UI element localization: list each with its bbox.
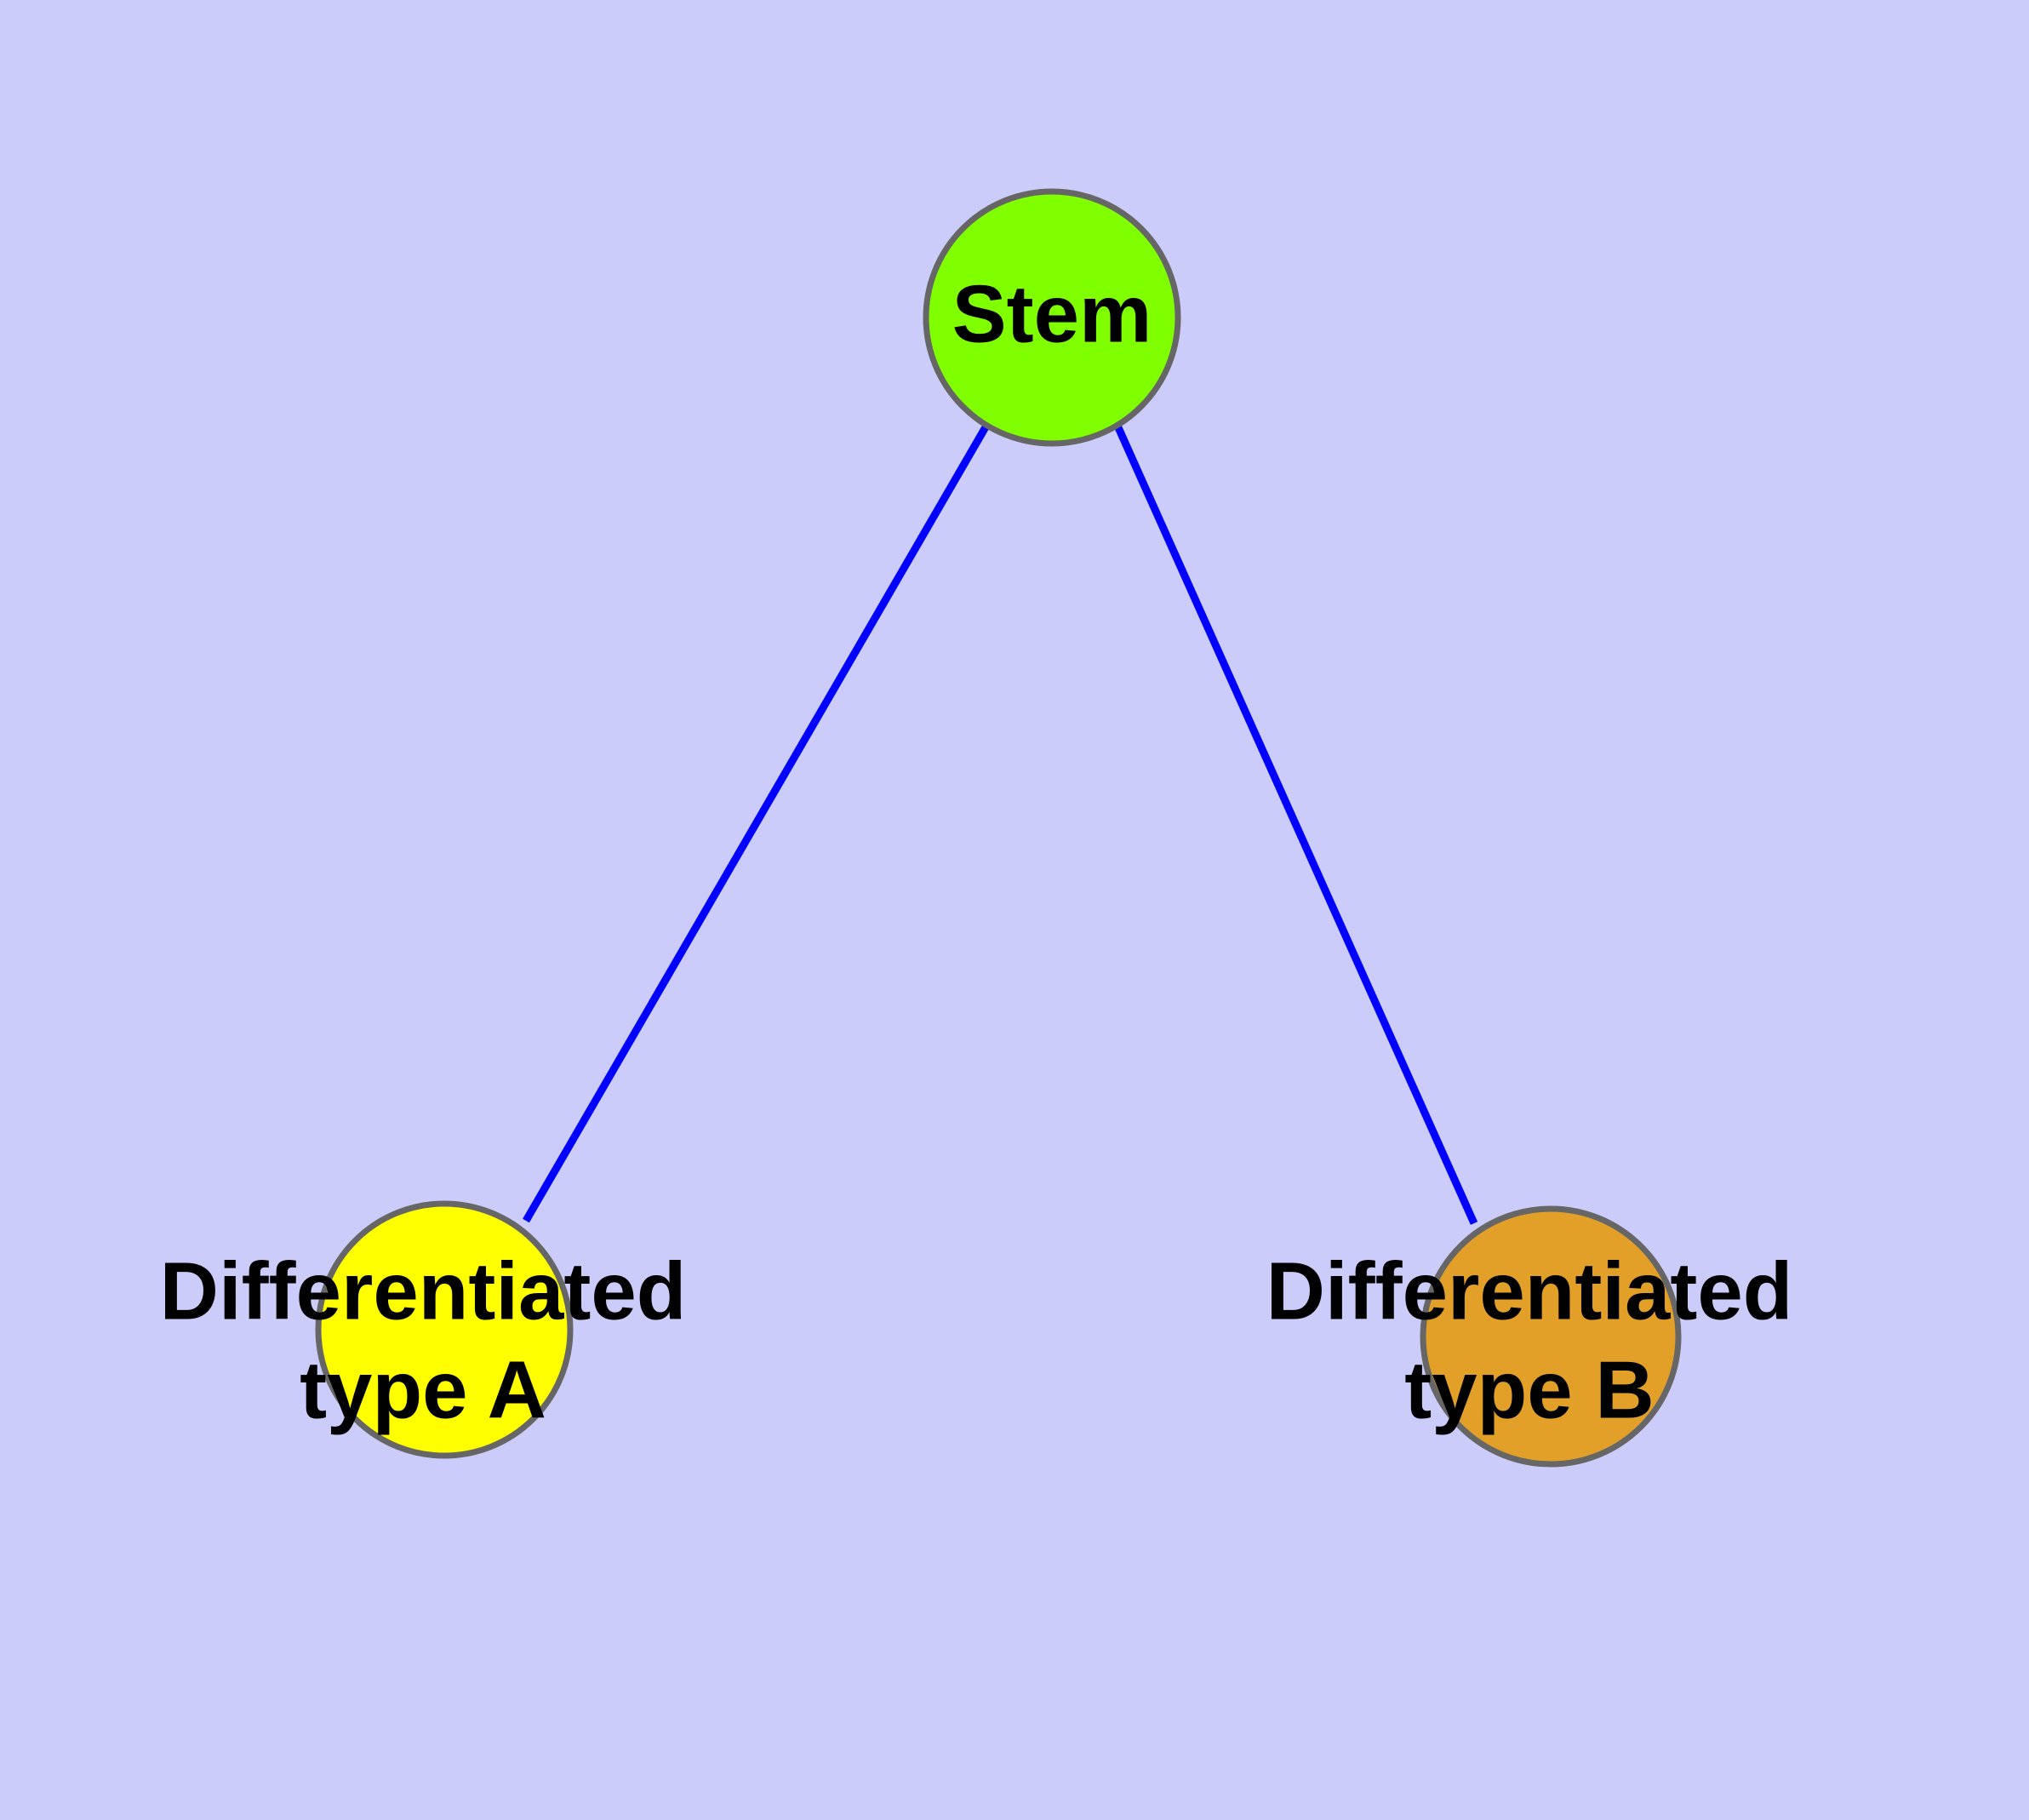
edge-stem-to-diff-a[interactable]: [523, 423, 990, 1223]
node-diff-a[interactable]: [315, 1200, 574, 1459]
node-diff-b-label-line-2: type B: [1404, 1344, 1654, 1435]
node-diff-a-circle[interactable]: [315, 1200, 574, 1459]
edge-layer: [523, 423, 1478, 1225]
node-layer: Stem Differentiated type A Differentiate…: [160, 188, 1793, 1468]
node-diff-a-label: Differentiated type A: [160, 1245, 687, 1435]
node-diff-a-label-line-1: Differentiated: [160, 1245, 687, 1336]
node-stem-label: Stem: [952, 268, 1152, 359]
node-stem-circle[interactable]: [923, 188, 1181, 447]
node-diff-b-label-line-1: Differentiated: [1266, 1245, 1793, 1336]
node-diff-b[interactable]: [1420, 1205, 1682, 1468]
edge-stem-to-diff-b[interactable]: [1113, 424, 1478, 1225]
node-diff-b-circle[interactable]: [1420, 1205, 1682, 1468]
node-stem[interactable]: Stem: [923, 188, 1181, 447]
node-diff-a-label-line-2: type A: [300, 1344, 546, 1435]
node-diff-b-label: Differentiated type B: [1266, 1245, 1793, 1435]
